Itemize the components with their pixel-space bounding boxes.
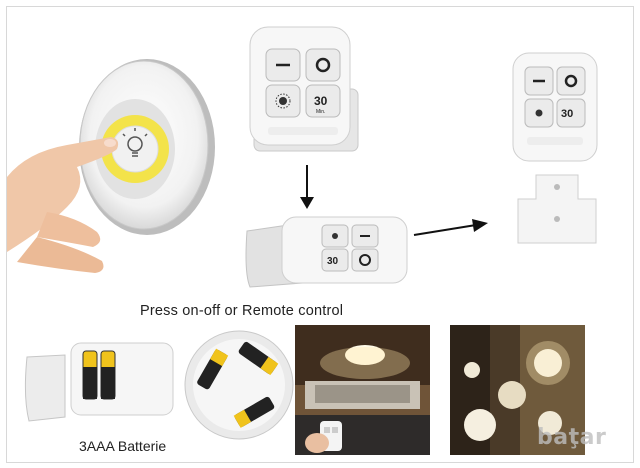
wall-holder-bracket (517, 174, 597, 244)
svg-text:Min.: Min. (316, 109, 325, 115)
remote-sliding-into-holder: 30 (245, 216, 408, 288)
on-button-icon (315, 57, 331, 73)
timer-label: 30 (314, 94, 328, 108)
batteries-caption: 3AAA Batterie (79, 438, 167, 454)
bulb-icon (122, 128, 148, 157)
svg-text:30: 30 (561, 108, 573, 120)
product-image-frame: 30 Min. 30 30 (6, 6, 634, 463)
aaa-battery-icon (82, 350, 116, 400)
brightness-icon (279, 97, 287, 105)
batteries-in-light (184, 330, 294, 440)
arrow-right-icon (413, 219, 488, 236)
remote-top-right: 30 (512, 52, 598, 162)
finger-hand (7, 137, 119, 273)
svg-text:30: 30 (327, 256, 339, 267)
tap-light-hand-illustration (7, 59, 215, 273)
watermark-logo: baţar (537, 425, 607, 450)
room-photo (450, 325, 585, 455)
arrow-down-icon (300, 165, 314, 209)
kitchen-photo (295, 325, 430, 455)
remote-with-holder-top: 30 Min. (249, 26, 359, 152)
battery-compartment-open (24, 342, 174, 422)
press-caption: Press on-off or Remote control (140, 303, 344, 319)
